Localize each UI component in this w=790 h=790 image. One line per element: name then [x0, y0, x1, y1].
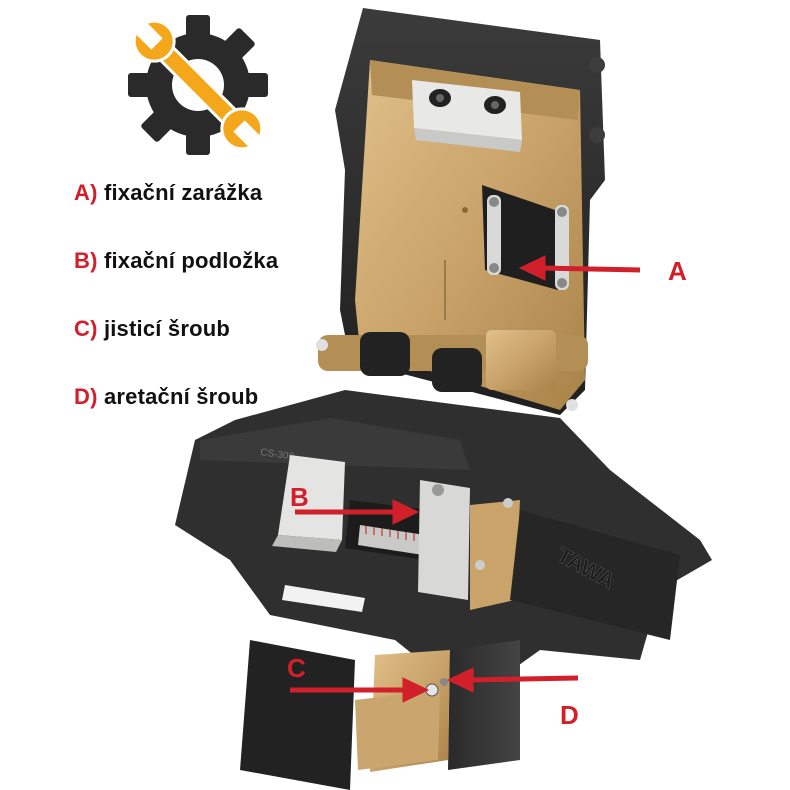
arrow-d — [469, 675, 579, 683]
legend-item-b: B) fixační podložka — [74, 248, 279, 273]
callout-label-d: D — [560, 700, 579, 730]
lid — [316, 8, 605, 415]
svg-text:CS-300: CS-300 — [260, 447, 296, 463]
legend-item-a: A) fixační zarážka — [74, 180, 263, 205]
arrow-d-head — [446, 667, 474, 693]
legend-item-c: C) jisticí šroub — [74, 316, 231, 341]
arrow-a-head — [518, 255, 546, 281]
callout-label-a: A — [668, 256, 687, 286]
arrow-c-head — [402, 677, 430, 703]
arrow-a — [539, 265, 641, 273]
legend-item-d: D) aretační šroub — [74, 384, 259, 409]
gear-wrench-icon — [128, 15, 268, 155]
callout-label-c: C — [287, 653, 306, 683]
callout-arrows — [290, 255, 641, 703]
arrow-b-head — [392, 499, 420, 525]
base: CS-300 — [175, 390, 712, 790]
callout-label-b: B — [290, 482, 309, 512]
